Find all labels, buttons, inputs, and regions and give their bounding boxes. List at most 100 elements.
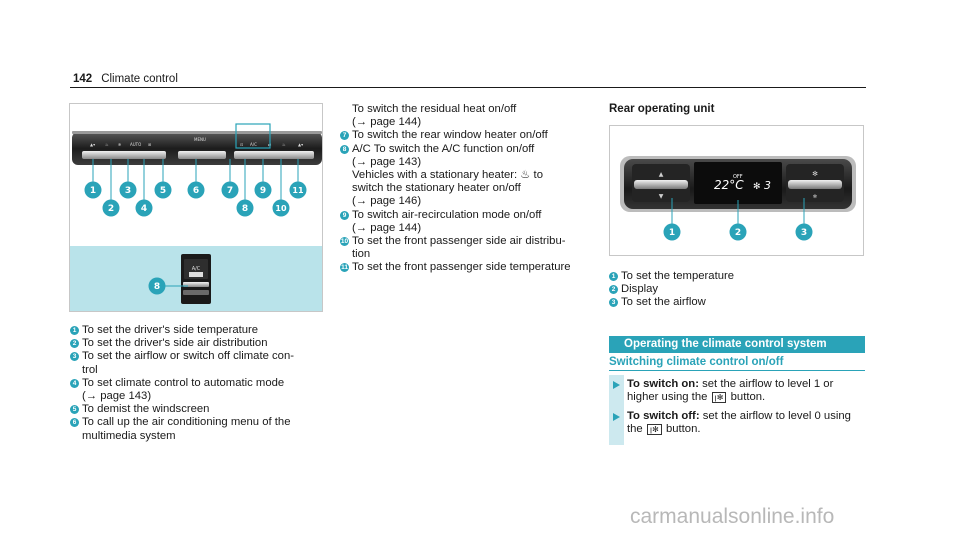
marker-3 xyxy=(119,181,137,199)
list-item: (→ page 143) xyxy=(82,390,152,403)
svg-text:2: 2 xyxy=(735,228,741,238)
marker-9 xyxy=(254,181,272,199)
front-panel-view: ▲▾♨❄ AUTO⊞ MENU ⊡A/C ⇄♨▲▾ xyxy=(70,104,322,246)
rear-marker-1 xyxy=(663,223,681,241)
right-button-strip xyxy=(234,151,314,159)
svg-text:A/C: A/C xyxy=(250,142,257,147)
svg-text:7: 7 xyxy=(227,186,233,196)
rear-marker-3 xyxy=(795,223,813,241)
svg-text:6: 6 xyxy=(193,186,199,196)
svg-text:5: 5 xyxy=(160,186,166,196)
step-arrow-icon xyxy=(613,413,620,421)
svg-text:10: 10 xyxy=(275,204,287,213)
fan-icon: ꞁ✻ xyxy=(711,391,727,403)
page-header: 142 Climate control xyxy=(73,73,178,85)
svg-text:AUTO: AUTO xyxy=(130,142,141,147)
svg-text:▲▾: ▲▾ xyxy=(298,142,303,147)
svg-text:1: 1 xyxy=(669,228,675,238)
rear-unit-heading: Rear operating unit xyxy=(609,103,715,115)
svg-text:⊞: ⊞ xyxy=(148,142,151,147)
front-unit-legend-continued: To switch the residual heat on/off (→ pa… xyxy=(340,103,590,275)
section-title-bar: Operating the climate control system xyxy=(609,336,865,353)
svg-text:✻: ✻ xyxy=(812,170,818,178)
list-item: To switch the residual heat on/off xyxy=(352,103,517,115)
svg-text:4: 4 xyxy=(141,204,147,214)
front-control-panel-figure: ▲▾♨❄ AUTO⊞ MENU ⊡A/C ⇄♨▲▾ xyxy=(69,103,323,312)
svg-text:8: 8 xyxy=(242,204,248,214)
svg-text:MENU: MENU xyxy=(194,137,206,142)
marker-6 xyxy=(187,181,205,199)
marker-10 xyxy=(272,199,290,217)
svg-text:11: 11 xyxy=(292,186,304,195)
marker-1 xyxy=(84,181,102,199)
rear-control-panel-figure: ▲ ▼ ✻ ✻ 22°C OFF ✻ 3 1 2 3 xyxy=(609,125,864,256)
svg-text:3: 3 xyxy=(801,228,807,238)
marker-11 xyxy=(289,181,307,199)
page-number: 142 xyxy=(73,73,93,85)
svg-text:9: 9 xyxy=(260,186,266,196)
list-item: (→ page 144) xyxy=(352,221,422,234)
svg-text:⊡: ⊡ xyxy=(240,142,243,147)
svg-text:1: 1 xyxy=(90,186,96,196)
list-item: tion xyxy=(352,248,371,261)
watermark: carmanualsonline.info xyxy=(630,505,835,528)
svg-text:♨: ♨ xyxy=(282,142,286,147)
svg-text:OFF: OFF xyxy=(733,174,743,180)
list-item: (→ page 146) xyxy=(352,195,422,208)
svg-text:❄: ❄ xyxy=(118,142,122,147)
instruction-switch-off: To switch off: set the airflow to level … xyxy=(609,407,865,451)
left-button-strip xyxy=(82,151,166,159)
ac-button-detail: A/C 8 xyxy=(70,246,322,311)
list-item: switch the stationary heater on/off xyxy=(352,182,521,195)
marker-8 xyxy=(236,199,254,217)
fan-icon: ꞁ✻ xyxy=(646,423,662,435)
section-subtitle: Switching climate control on/off xyxy=(609,356,865,371)
chapter-title: Climate control xyxy=(101,73,178,85)
ac-button-illustration: A/C 8 xyxy=(148,254,211,304)
svg-text:✻: ✻ xyxy=(753,182,761,192)
marker-7 xyxy=(221,181,239,199)
list-item: multimedia system xyxy=(82,429,176,442)
step-arrow-icon xyxy=(613,381,620,389)
marker-4 xyxy=(135,199,153,217)
svg-text:▲▾: ▲▾ xyxy=(90,142,95,147)
instruction-switch-on: To switch on: set the airflow to level 1… xyxy=(609,375,865,407)
svg-text:3: 3 xyxy=(764,179,771,192)
svg-text:▼: ▼ xyxy=(659,193,664,200)
svg-text:♨: ♨ xyxy=(105,142,109,147)
rear-panel-illustration: ▲ ▼ ✻ ✻ 22°C OFF ✻ 3 1 2 3 xyxy=(620,156,856,241)
svg-text:▲: ▲ xyxy=(659,171,664,178)
list-item: (→ page 143) xyxy=(352,155,422,168)
list-item: trol xyxy=(82,363,98,376)
menu-button-strip xyxy=(178,151,226,159)
marker-5 xyxy=(154,181,172,199)
svg-text:22°C: 22°C xyxy=(714,178,744,192)
svg-text:3: 3 xyxy=(125,186,131,196)
svg-text:✻: ✻ xyxy=(813,194,817,200)
rear-marker-2 xyxy=(729,223,747,241)
list-item: (→ page 144) xyxy=(352,116,422,129)
marker-8-detail xyxy=(148,277,166,295)
svg-text:A/C: A/C xyxy=(192,266,201,272)
front-panel-illustration: ▲▾♨❄ AUTO⊞ MENU ⊡A/C ⇄♨▲▾ xyxy=(72,123,322,217)
svg-text:2: 2 xyxy=(108,204,114,214)
list-item: Vehicles with a stationary heater: ♨ to xyxy=(352,169,543,182)
marker-2 xyxy=(102,199,120,217)
header-rule xyxy=(70,87,866,88)
